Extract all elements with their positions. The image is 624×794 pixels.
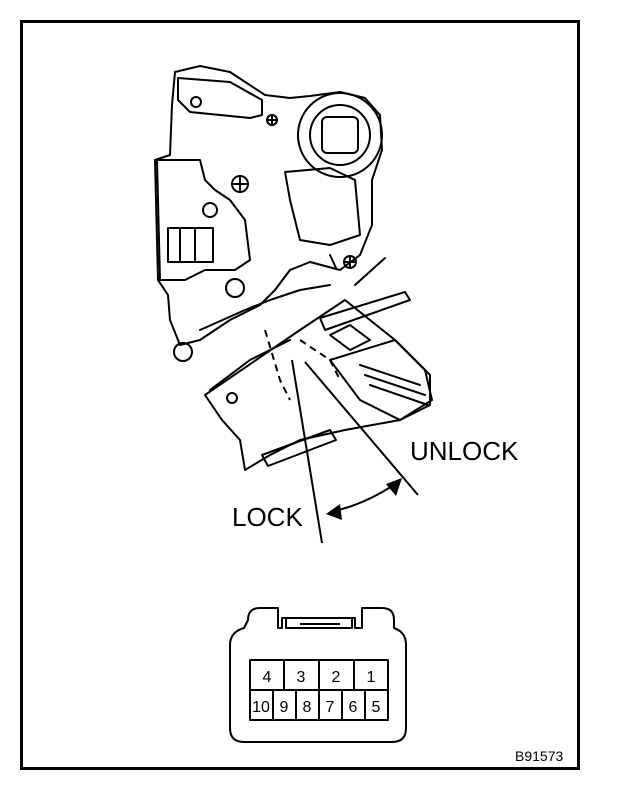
lock-label: LOCK [232, 502, 303, 532]
connector-latch [285, 618, 353, 629]
lever-plate [204, 299, 431, 471]
figure-code: B91573 [515, 748, 564, 764]
connector-face-outline [229, 607, 407, 743]
connector-pin-labels: 4 3 2 1 10 9 8 7 6 5 [252, 669, 380, 716]
bracket-window [167, 227, 214, 263]
pin-label: 9 [280, 699, 289, 716]
connector-housing [329, 339, 433, 421]
arrow-head-unlock [386, 478, 402, 496]
lever-slot [261, 429, 337, 467]
pin-label: 5 [372, 699, 381, 716]
screw [231, 175, 249, 193]
actuator-socket-square [321, 116, 359, 154]
pivot-hole [225, 278, 245, 298]
lock-housing-outline [154, 65, 383, 346]
internal-linkage [199, 284, 331, 331]
pin-label: 8 [303, 699, 312, 716]
dashed-rod-lock-position [264, 329, 291, 401]
latch-ear [177, 77, 263, 119]
dashed-rod-unlock-position [299, 339, 341, 381]
lock-pin [329, 324, 371, 351]
control-rod [319, 291, 411, 331]
arrow-head-lock [326, 504, 342, 520]
unlock-label: UNLOCK [410, 436, 519, 466]
figure-frame [20, 20, 580, 770]
actuator-socket-inner [309, 104, 371, 166]
internal-linkage [209, 339, 291, 391]
mount-hole [202, 202, 218, 218]
pin-label: 3 [297, 669, 306, 686]
actuator-socket-outer [297, 92, 383, 178]
side-bracket [156, 159, 251, 281]
pin-label: 2 [332, 669, 341, 686]
mount-hole [173, 342, 193, 362]
pin-label: 4 [263, 669, 272, 686]
mount-hole [190, 96, 202, 108]
pivot-hole [226, 392, 238, 404]
lock-reference-line [291, 359, 323, 544]
pin-label: 10 [252, 699, 270, 716]
pin-label: 7 [326, 699, 335, 716]
unlock-reference-line [304, 361, 419, 496]
actuator-body [284, 167, 361, 246]
pin-label: 1 [367, 669, 376, 686]
pin-label: 6 [349, 699, 358, 716]
